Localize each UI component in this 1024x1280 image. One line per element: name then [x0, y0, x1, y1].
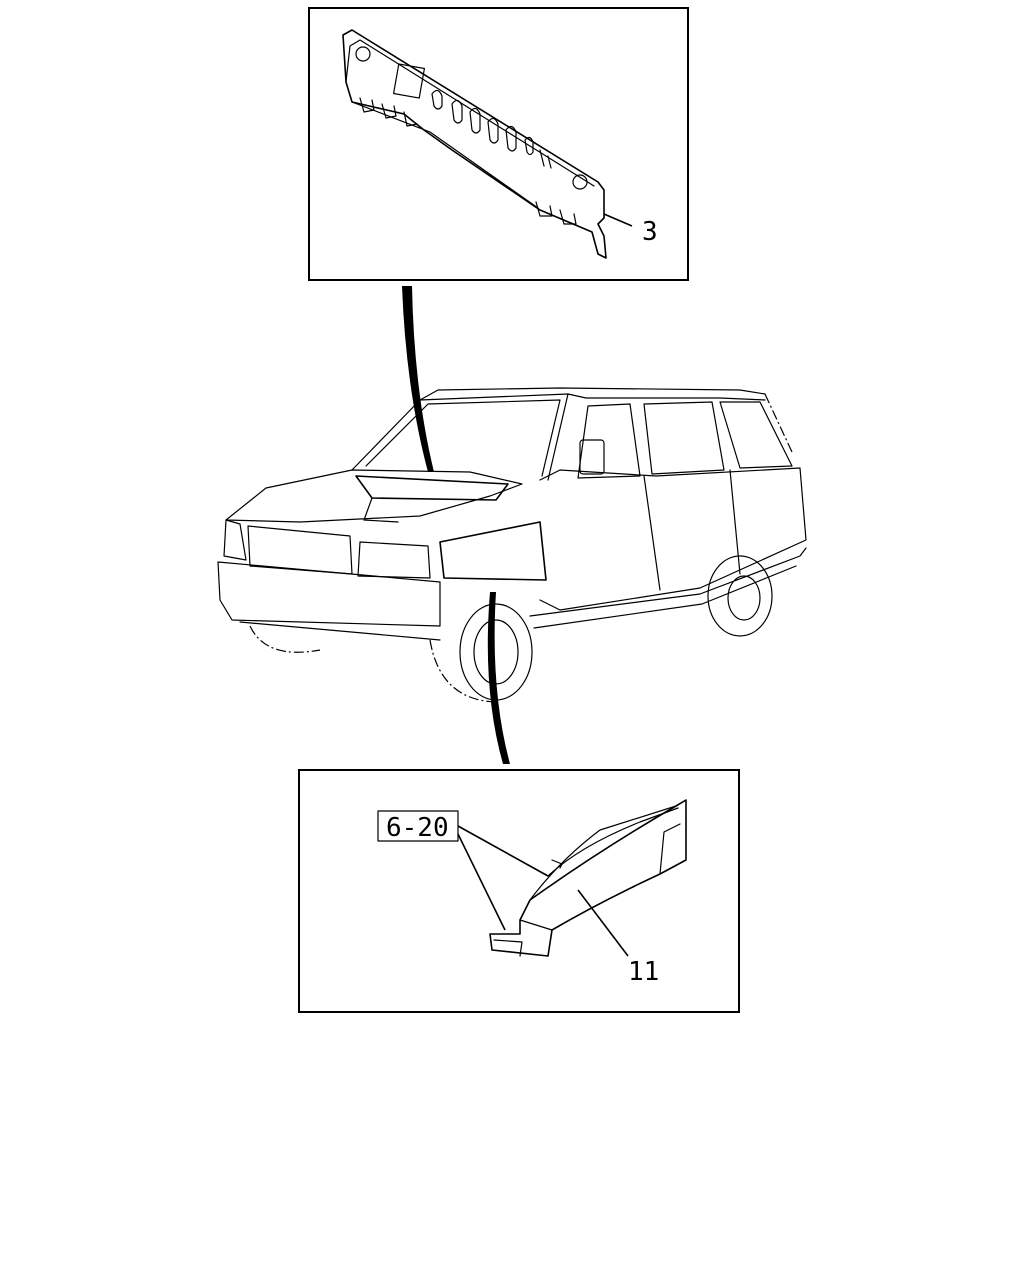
- wheel-apron-part: [489, 799, 687, 957]
- part-number-11: 11: [628, 957, 659, 987]
- leader-part-3: [603, 213, 633, 227]
- detail-frame-top: [308, 7, 689, 281]
- detail-frame-bottom: [298, 769, 740, 1013]
- detail-panel-bottom: 6-20 11: [298, 769, 740, 1013]
- hood-opening-highlight: [355, 475, 509, 501]
- connector-bottom: [487, 592, 510, 764]
- leader-ref-1: [457, 825, 549, 877]
- dash-panel-part: [342, 29, 607, 259]
- leader-part-11: [577, 889, 629, 957]
- leader-ref-2: [457, 833, 506, 931]
- vehicle-overview: [217, 387, 807, 703]
- connector-top: [402, 286, 434, 472]
- fender-apron-highlight: [439, 521, 547, 581]
- detail-panel-top: 3: [308, 7, 689, 281]
- ref-label-6-20: 6-20: [386, 813, 449, 843]
- part-number-3: 3: [642, 217, 658, 247]
